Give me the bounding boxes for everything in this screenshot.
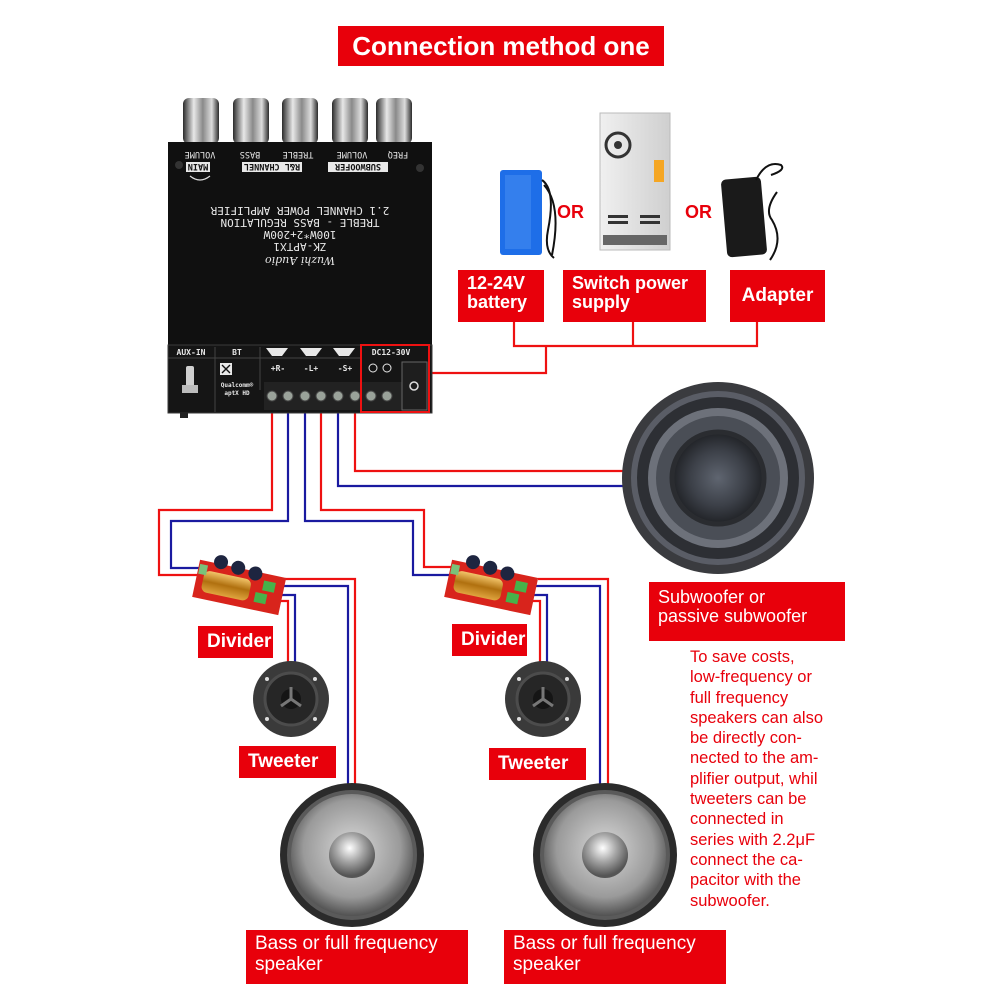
- bass-label-left-line1: Bass or full frequency: [255, 933, 438, 954]
- port-bt: BT: [232, 348, 242, 357]
- port-qualcomm: Qualcomm®: [221, 382, 254, 389]
- board-label-subwoofer-group: SUBWOOFER: [334, 161, 381, 171]
- wire-left-positive: [319, 402, 454, 569]
- board-label-main-volume: VOLUME: [185, 149, 216, 159]
- battery-label-line2: battery: [467, 292, 528, 313]
- board-line-3: 100W*2+200W: [263, 228, 336, 241]
- tweeter-image-left: [253, 661, 329, 737]
- board-brand: Wuzhi Audio: [265, 254, 335, 267]
- board-label-sub-volume: VOLUME: [337, 149, 368, 159]
- or-label-1: OR: [557, 202, 584, 222]
- wire-left-div-woofer-neg: [283, 584, 350, 784]
- switch-power-supply-image: [599, 112, 671, 251]
- bass-speaker-label-left: Bass or full frequency speaker: [246, 930, 468, 984]
- divider-label-left: Divider: [198, 626, 273, 658]
- port-sub: -S+: [338, 364, 353, 373]
- knob-main-volume: [183, 98, 219, 144]
- board-line-2: TREBLE - BASS REGULATION: [221, 216, 380, 229]
- battery-label-line1: 12-24V: [467, 273, 526, 293]
- switch-power-supply-label: Switch power supply: [563, 270, 706, 322]
- tweeter-image-right: [505, 661, 581, 737]
- aux-jack-icon: [186, 366, 194, 390]
- tweeter-label-right: Tweeter: [489, 748, 586, 780]
- port-right: +R-: [271, 364, 285, 373]
- wire-left-negative: [303, 402, 452, 577]
- bass-label-left-line2: speaker: [255, 953, 323, 975]
- tweeter-label-left: Tweeter: [239, 746, 336, 778]
- cost-saving-note: To save costs, low-frequency or full fre…: [690, 648, 823, 910]
- board-label-main-group: MAIN: [188, 161, 208, 171]
- amplifier-board: FREQ VOLUME TREBLE BASS VOLUME SUBWOOFER…: [167, 98, 433, 418]
- dc-jack-icon: [409, 381, 419, 391]
- knobs: [183, 98, 412, 144]
- subwoofer-label: Subwoofer or passive subwoofer: [649, 582, 845, 641]
- bass-speaker-label-right: Bass or full frequency speaker: [504, 930, 726, 984]
- wire-left-div-woofer-pos: [285, 577, 357, 784]
- wire-sub-positive: [353, 402, 628, 473]
- bass-speaker-image-left: [280, 783, 424, 927]
- or-label-2: OR: [685, 202, 712, 222]
- divider-label-right: Divider: [452, 624, 527, 656]
- battery-label: 12-24V battery: [458, 270, 544, 322]
- switch-label-line1: Switch power: [572, 273, 689, 293]
- wire-sub-negative: [336, 402, 628, 488]
- board-line-1: 2.1 CHANNEL POWER AMPLIFIER: [210, 204, 389, 217]
- screw-terminals: [266, 390, 393, 402]
- divider-image-right: [444, 555, 539, 616]
- board-label-freq: FREQ: [388, 149, 408, 159]
- wire-right-positive: [157, 402, 274, 577]
- switch-label-line2: supply: [572, 292, 631, 313]
- page-title: Connection method one: [338, 26, 664, 66]
- power-wire-to-amp: [428, 346, 548, 375]
- knob-bass: [233, 98, 269, 144]
- knob-sub-volume: [332, 98, 368, 144]
- power-wire-battery: [512, 322, 759, 348]
- wire-right-negative: [169, 402, 290, 570]
- power-wires: [428, 322, 759, 375]
- board-label-rl-group: R&L CHANNEL: [244, 161, 300, 171]
- port-aptx: aptX HD: [224, 390, 250, 397]
- port-aux-in: AUX-IN: [177, 348, 206, 357]
- wire-right-div-woofer-pos: [538, 577, 610, 784]
- port-left: -L+: [304, 364, 319, 373]
- subwoofer-label-line1: Subwoofer or: [658, 587, 766, 607]
- board-label-bass: BASS: [240, 149, 260, 159]
- board-label-treble: TREBLE: [283, 149, 314, 159]
- subwoofer-label-line2: passive subwoofer: [658, 606, 808, 627]
- adapter-label: Adapter: [730, 270, 825, 322]
- dc-input-highlight: [360, 344, 430, 413]
- bass-label-right-line1: Bass or full frequency: [513, 933, 696, 954]
- knob-freq: [376, 98, 412, 144]
- divider-image-left: [192, 555, 287, 616]
- port-dc: DC12-30V: [372, 348, 411, 357]
- wire-left-div-tweeter-neg: [278, 593, 297, 663]
- bass-label-right-line2: speaker: [513, 953, 581, 975]
- board-line-4: ZK-APTX1: [274, 240, 327, 253]
- knob-treble: [282, 98, 318, 144]
- adapter-image: [721, 163, 784, 261]
- subwoofer-image: [622, 382, 814, 574]
- battery-image: [500, 170, 557, 259]
- wire-right-div-tweeter-neg: [531, 593, 549, 663]
- wire-right-div-woofer-neg: [536, 584, 602, 784]
- bass-speaker-image-right: [533, 783, 677, 927]
